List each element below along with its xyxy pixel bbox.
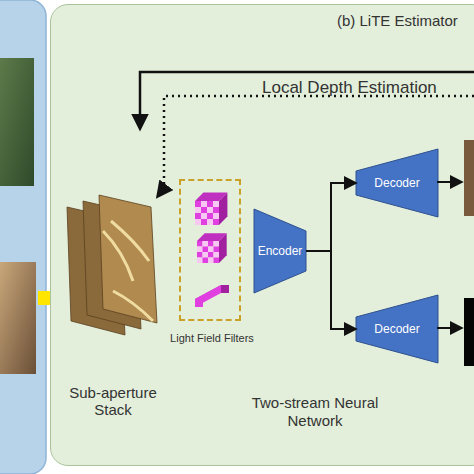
filter-cell — [203, 258, 209, 264]
node-label: Light Field Filters — [161, 332, 263, 344]
filter-side — [219, 233, 227, 263]
filter-cell — [213, 207, 219, 213]
filter-cell — [197, 258, 203, 264]
stack-images — [63, 191, 163, 336]
sub-aperture-image — [99, 195, 157, 323]
filter-cell — [214, 252, 220, 258]
filter-cell — [213, 213, 219, 219]
filter-cell — [195, 201, 201, 207]
filter-cell — [203, 252, 209, 258]
filter-rod — [195, 299, 203, 307]
filter-cell — [195, 207, 201, 213]
input-image — [0, 262, 36, 374]
filter-cell — [203, 247, 209, 253]
node-label: Sub-aperture Stack — [58, 384, 168, 418]
filter-cell — [201, 201, 207, 207]
filter-cell — [207, 219, 213, 225]
decoder-block: Decoder — [356, 295, 438, 363]
connector-arrow — [306, 183, 355, 251]
input-panel — [0, 0, 46, 474]
filter-rod — [221, 285, 229, 293]
filter-cell — [213, 219, 219, 225]
output-arrow — [437, 181, 461, 183]
filter-cell — [207, 201, 213, 207]
filter-cell — [208, 252, 214, 258]
filter-cell — [201, 213, 207, 219]
filter-cell — [214, 241, 220, 247]
filter-cell — [197, 241, 203, 247]
output-image — [464, 140, 474, 216]
output-image — [464, 298, 474, 366]
filter-cell — [201, 207, 207, 213]
node-label: Decoder — [356, 149, 438, 217]
panel-title: (b) LiTE Estimator — [337, 12, 458, 29]
image-highlight — [103, 221, 153, 321]
filter-cell — [195, 219, 201, 225]
decoder-trapezoid — [356, 149, 438, 217]
filter-cell — [197, 252, 203, 258]
output-arrow — [437, 327, 461, 329]
encoder-trapezoid — [254, 209, 306, 293]
filter-cell — [213, 201, 219, 207]
filter-cell — [208, 241, 214, 247]
filter-cell — [208, 258, 214, 264]
filter-cell — [207, 213, 213, 219]
decoder-trapezoid — [356, 295, 438, 363]
filter-cell — [195, 213, 201, 219]
input-image — [0, 58, 34, 186]
filter-cell — [201, 219, 207, 225]
decoder-block: Decoder — [356, 149, 438, 217]
filter-cell — [207, 207, 213, 213]
filter-cell — [208, 247, 214, 253]
connector-arrow — [306, 251, 355, 329]
node-label: Encoder — [254, 209, 306, 293]
filter-cell — [214, 247, 220, 253]
annotation-label: Two-stream Neural Network — [240, 394, 390, 430]
sub-aperture-stack: Sub-aperture Stack — [63, 191, 163, 336]
feedback-dotted-line — [158, 96, 474, 196]
annotation-label: Local Depth Estimation — [262, 78, 474, 98]
filter-group: Light Field Filters — [179, 179, 241, 321]
filter-icons — [181, 181, 243, 323]
filter-cell — [197, 247, 203, 253]
encoder-block: Encoder — [254, 209, 306, 293]
node-label: Decoder — [356, 295, 438, 363]
filter-side — [219, 193, 227, 225]
feedback-line — [140, 72, 474, 128]
filter-cell — [203, 241, 209, 247]
filter-cell — [214, 258, 220, 264]
filter-rod — [195, 285, 221, 307]
